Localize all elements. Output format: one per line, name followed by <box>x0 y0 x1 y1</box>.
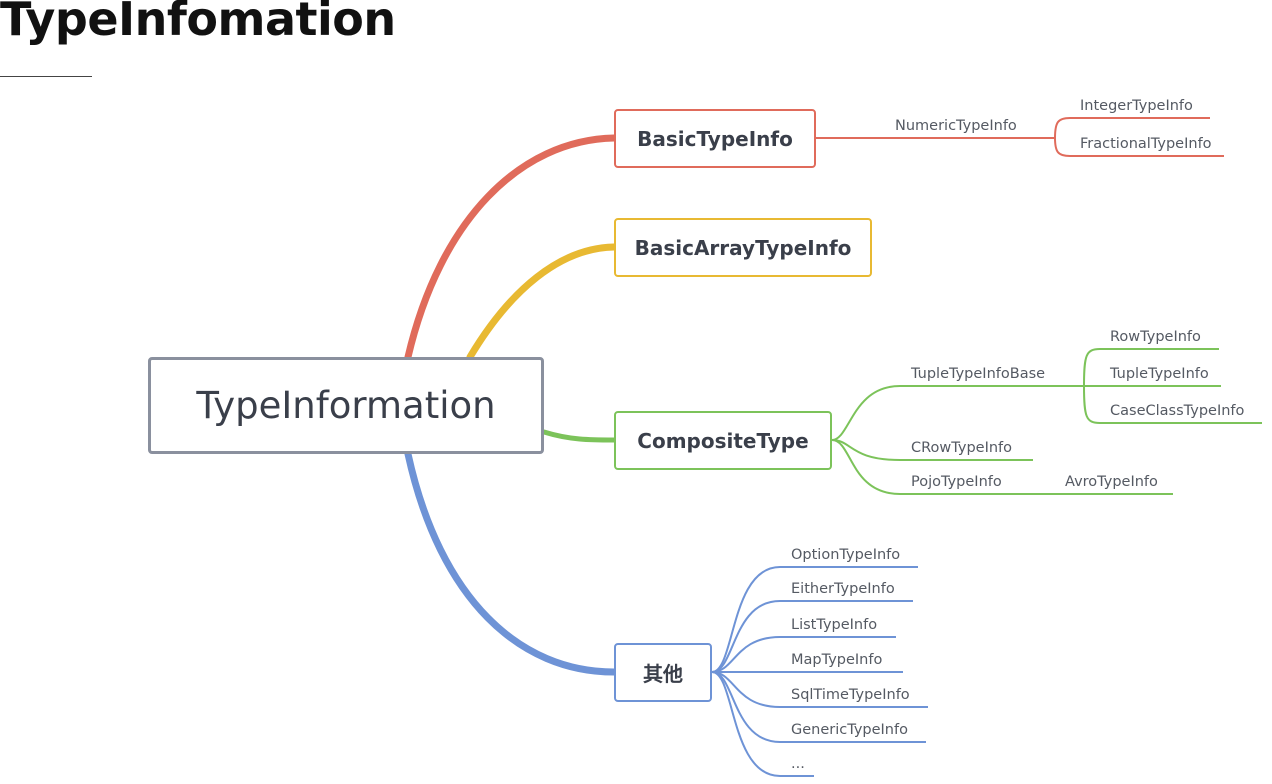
leaf-fractional-type-info[interactable]: FractionalTypeInfo <box>1080 136 1212 152</box>
leaf-row-type-info[interactable]: RowTypeInfo <box>1110 329 1201 345</box>
connector-composite <box>541 429 617 443</box>
connector-pojo <box>831 439 1173 495</box>
connector-row <box>1083 348 1219 387</box>
connector-basic <box>404 134 618 361</box>
leaf-list-type-info[interactable]: ListTypeInfo <box>791 617 878 633</box>
node-label: 其他 <box>643 662 683 686</box>
node-basic-array-type-info[interactable]: BasicArrayTypeInfo <box>614 218 872 277</box>
leaf-tuple-type-info[interactable]: TupleTypeInfo <box>1110 366 1209 382</box>
leaf-avro-type-info[interactable]: AvroTypeInfo <box>1065 474 1158 490</box>
leaf-option-type-info[interactable]: OptionTypeInfo <box>791 547 901 563</box>
title-underline <box>0 76 92 77</box>
connector-other <box>404 450 618 676</box>
node-label: BasicArrayTypeInfo <box>634 235 852 260</box>
connector-crow <box>831 439 1033 461</box>
node-basic-type-info[interactable]: BasicTypeInfo <box>614 109 816 168</box>
leaf-pojo-type-info[interactable]: PojoTypeInfo <box>911 474 1002 490</box>
connector-basic-array <box>466 243 618 361</box>
node-other[interactable]: 其他 <box>614 643 712 702</box>
page-title: TypeInfomation <box>0 0 396 46</box>
connector-case-class <box>1083 385 1262 424</box>
connector-fractional <box>1054 137 1224 157</box>
connector-integer <box>1054 117 1210 139</box>
node-composite-type[interactable]: CompositeType <box>614 411 832 470</box>
leaf-more[interactable]: ... <box>791 756 805 772</box>
leaf-case-class-type-info[interactable]: CaseClassTypeInfo <box>1110 403 1245 419</box>
leaf-either-type-info[interactable]: EitherTypeInfo <box>791 581 895 597</box>
root-node-label: TypeInformation <box>196 384 496 427</box>
connector-either <box>711 600 913 673</box>
connector-more <box>711 671 814 777</box>
connector-tuple-base <box>831 385 1084 441</box>
connector-list <box>711 636 896 673</box>
connector-option <box>711 566 918 673</box>
leaf-integer-type-info[interactable]: IntegerTypeInfo <box>1080 98 1193 114</box>
leaf-crow-type-info[interactable]: CRowTypeInfo <box>911 440 1013 456</box>
leaf-sql-time-type-info[interactable]: SqlTimeTypeInfo <box>791 687 910 703</box>
node-label: CompositeType <box>637 428 809 453</box>
leaf-tuple-type-info-base[interactable]: TupleTypeInfoBase <box>911 366 1046 382</box>
node-label: BasicTypeInfo <box>637 126 793 151</box>
connector-sqltime <box>711 671 928 708</box>
root-node[interactable]: TypeInformation <box>148 357 544 454</box>
leaf-map-type-info[interactable]: MapTypeInfo <box>791 652 883 668</box>
leaf-generic-type-info[interactable]: GenericTypeInfo <box>791 722 908 738</box>
leaf-numeric-type-info[interactable]: NumericTypeInfo <box>895 118 1017 134</box>
